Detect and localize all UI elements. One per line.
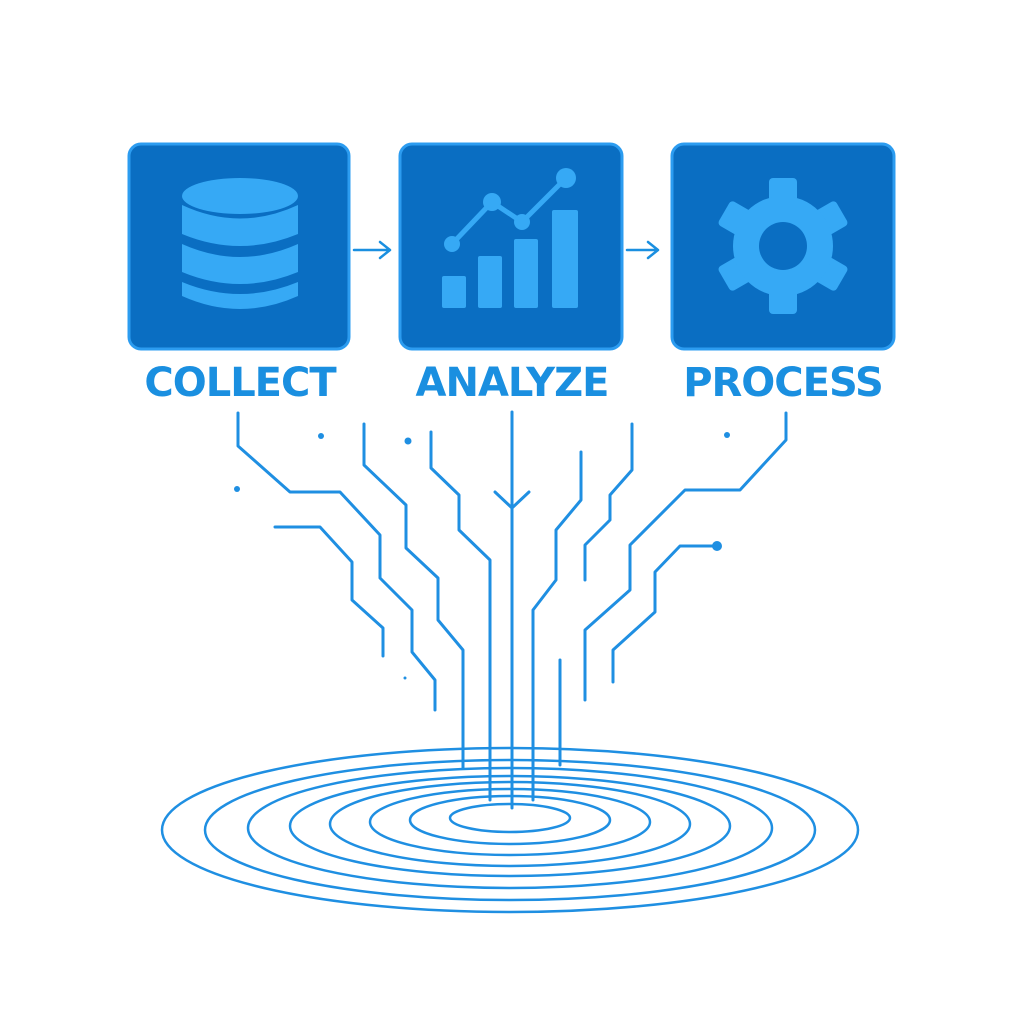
- gear-icon: [718, 178, 848, 314]
- bar-line-chart-icon: [442, 168, 578, 308]
- analyze-label: ANALYZE: [416, 360, 609, 406]
- step-process: PROCESS: [670, 142, 896, 406]
- step-analyze: ANALYZE: [398, 142, 624, 406]
- process-label: PROCESS: [683, 360, 883, 406]
- arrow-analyze-to-process: [625, 240, 660, 260]
- collect-label: COLLECT: [144, 360, 337, 406]
- circuit-lines: [236, 410, 788, 810]
- database-icon: [182, 178, 298, 309]
- arrow-collect-to-analyze: [352, 240, 392, 260]
- analyze-box: [398, 142, 624, 351]
- scatter-dots: [234, 432, 730, 680]
- ripple-rings: [160, 746, 860, 914]
- step-collect: COLLECT: [127, 142, 351, 406]
- collect-box: [127, 142, 351, 351]
